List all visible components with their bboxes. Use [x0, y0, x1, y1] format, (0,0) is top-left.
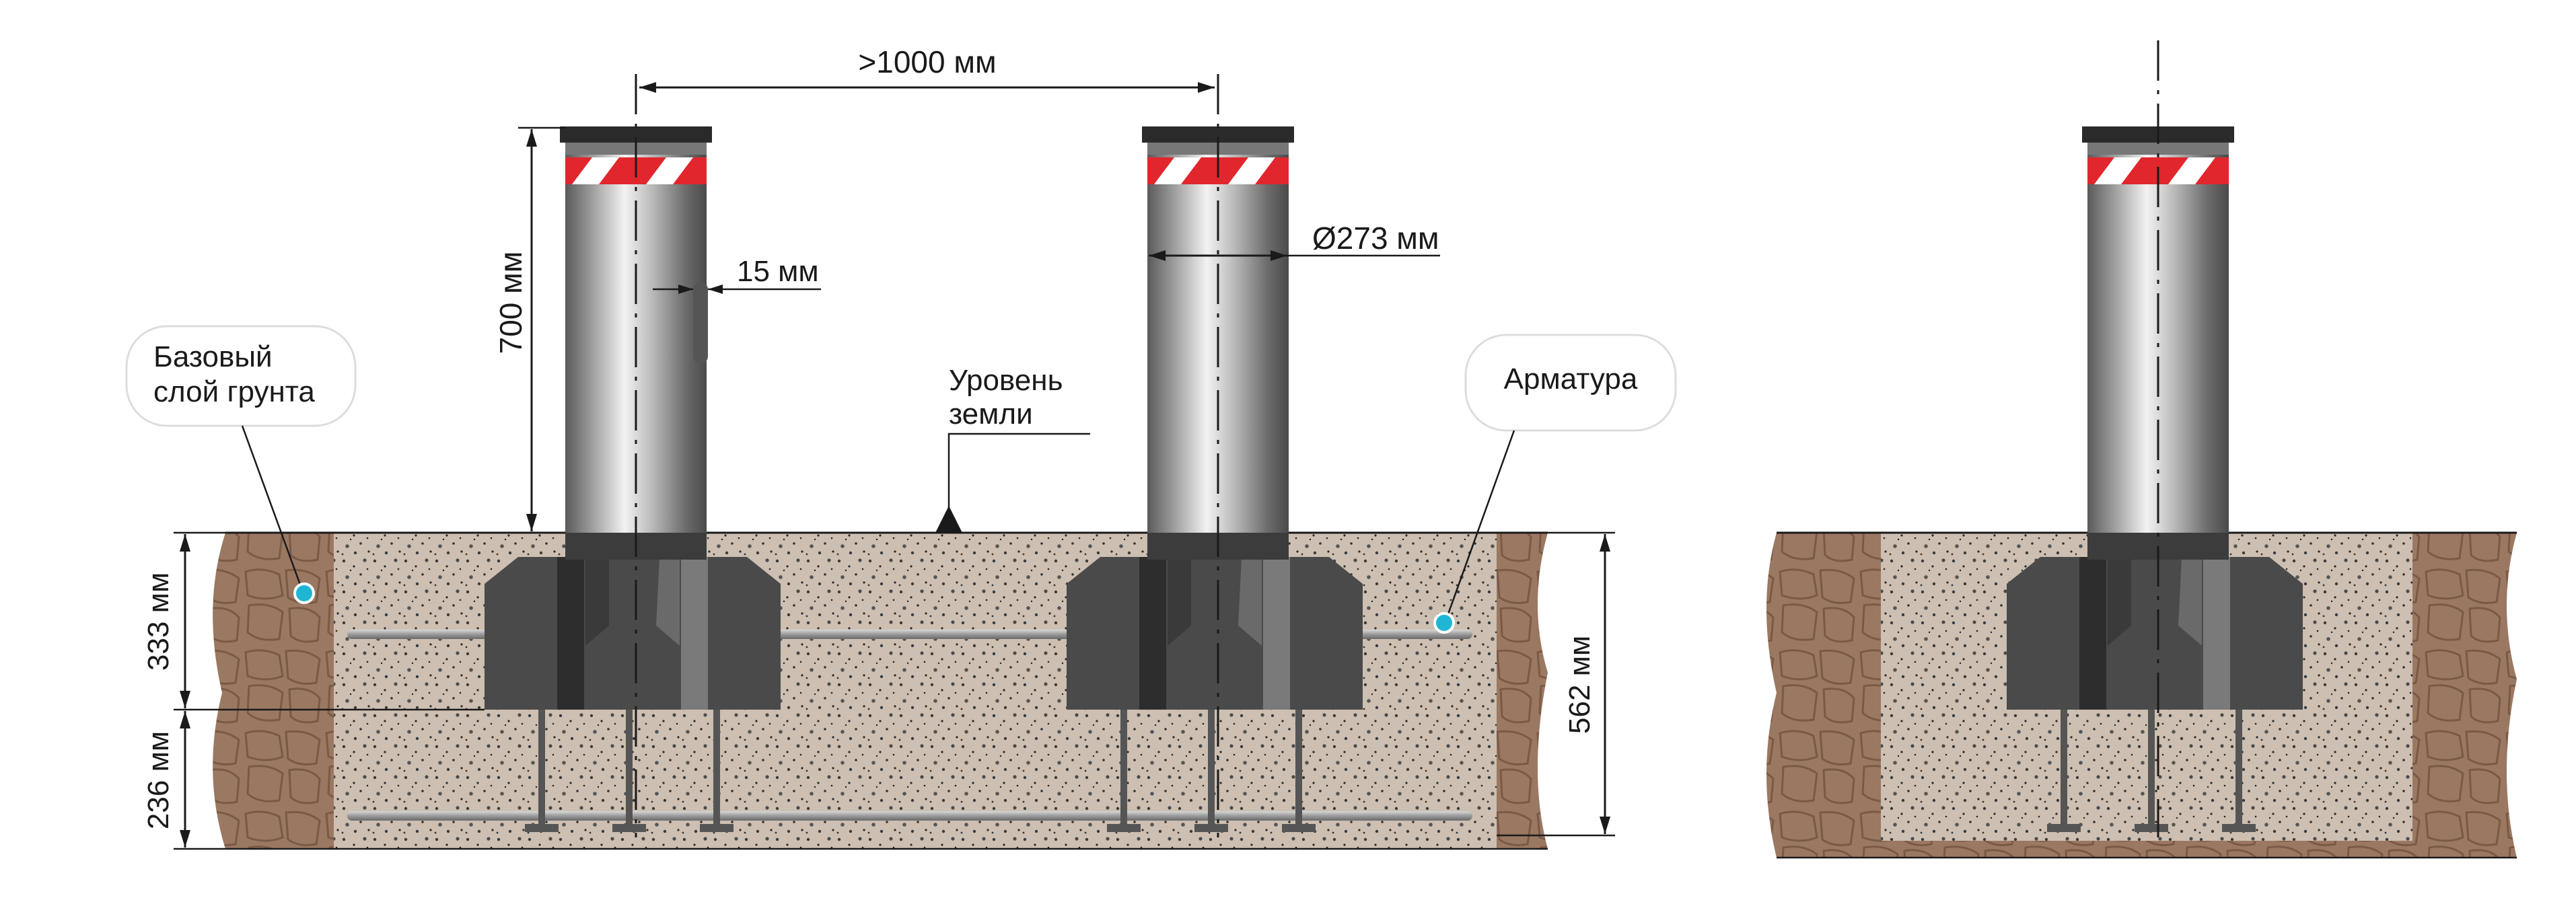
- depth-total-label: 562 мм: [1563, 636, 1596, 734]
- depth-dimension-left: [174, 531, 485, 850]
- wall-label: 15 мм: [737, 255, 819, 288]
- rebar-callout: [1433, 334, 1677, 634]
- diameter-label: Ø273 мм: [1312, 221, 1439, 256]
- base-soil-label-1: Базовый: [153, 340, 273, 373]
- callout-dot-icon: [1433, 612, 1455, 634]
- rebar-lower: [347, 811, 1472, 821]
- ground-level-triangle-icon: [935, 506, 962, 533]
- depth-dimension-right: [1497, 531, 1615, 837]
- base-soil-label-2: слой грунта: [153, 375, 315, 408]
- bollard-3: [2007, 126, 2303, 832]
- spacing-dimension: [639, 82, 1215, 93]
- diameter-dimension: [1149, 250, 1440, 261]
- wall-dimension: [653, 285, 821, 294]
- rebar-label: Арматура: [1504, 363, 1638, 396]
- spacing-label: >1000 мм: [858, 44, 996, 79]
- depth-upper-label: 333 мм: [142, 572, 175, 671]
- callout-dot-icon: [293, 582, 315, 604]
- height-dimension: [518, 126, 565, 531]
- base-soil-callout: [125, 325, 357, 604]
- ground-level-marker: [935, 433, 1090, 533]
- ground-level-label-1: Уровень: [949, 364, 1063, 397]
- height-label: 700 мм: [493, 252, 528, 354]
- ground-level-label-2: земли: [949, 398, 1033, 430]
- depth-lower-label: 236 мм: [142, 731, 175, 829]
